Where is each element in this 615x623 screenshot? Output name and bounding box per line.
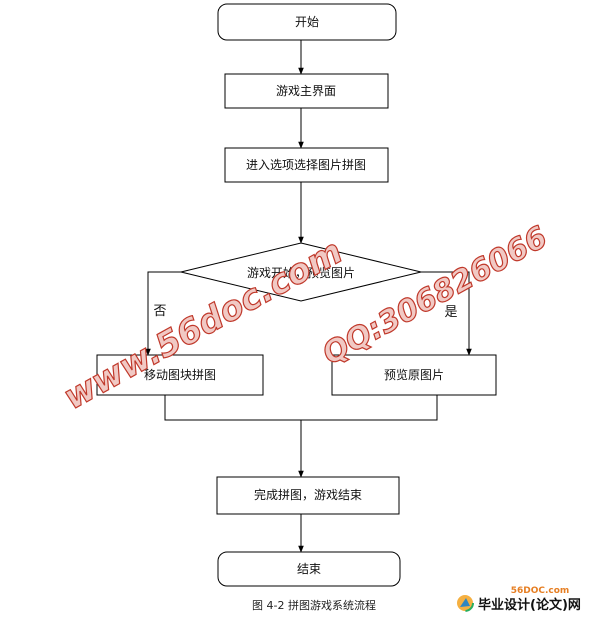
preview-original-node [331,354,497,396]
branch-no-label: 否 [153,304,166,319]
figure-caption: 图 4-2 拼图游戏系统流程 [252,598,376,612]
select-image-node [224,147,389,183]
select-image-label: 进入选项选择图片拼图 [246,158,366,172]
logo-domain: 56DOC.com [511,586,570,596]
watermark-qq: QQ:306826066 [317,220,553,372]
arrow-decision-yes [421,271,472,356]
complete-label: 完成拼图，游戏结束 [254,487,362,502]
end-node [217,551,401,587]
end-label: 结束 [297,562,321,576]
logo-name: 毕业设计(论文)网 [478,597,581,613]
branch-yes-label: 是 [444,305,457,320]
main-ui-node [224,73,389,109]
start-node [217,3,397,41]
move-blocks-label: 移动图块拼图 [144,368,216,382]
decision-label: 游戏开始，预览图片 [247,265,355,280]
site-logo: 56DOC.com 毕业设计(论文)网 [456,586,581,613]
logo-badge-icon [456,594,474,612]
arrow-decision-no [145,271,181,356]
move-blocks-node [96,354,264,396]
start-label: 开始 [295,15,319,29]
main-ui-label: 游戏主界面 [276,84,336,98]
complete-node [216,476,400,515]
preview-original-label: 预览原图片 [384,367,444,382]
merge-line [164,395,438,421]
decision-node [180,242,422,302]
